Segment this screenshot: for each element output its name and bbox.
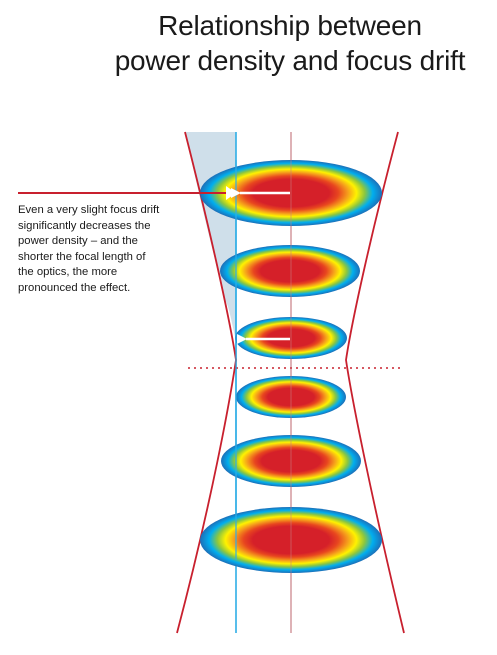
caption-text: Even a very slight focus drift significa…	[18, 203, 193, 296]
caption-line: Even a very slight focus drift	[18, 204, 160, 216]
beam-spot-2	[220, 245, 360, 297]
page-title: Relationship between power density and f…	[90, 8, 490, 78]
drift-arrow-top-head-left	[226, 186, 236, 200]
caption-line: pronounced the effect.	[18, 281, 131, 294]
caption-line: the optics, the more	[18, 266, 118, 278]
title-line-1: Relationship between	[158, 10, 422, 41]
beam-edge-right	[345, 131, 405, 634]
caption-line: power density – and the	[18, 235, 138, 247]
caption-line: significantly decreases the	[18, 219, 151, 232]
title-line-2: power density and focus drift	[114, 45, 466, 76]
caption-line: shorter the focal length of	[18, 250, 146, 263]
